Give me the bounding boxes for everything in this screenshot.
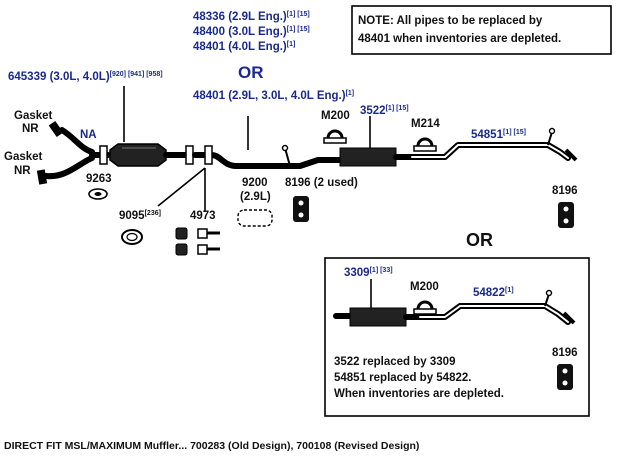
note-box [351,5,612,55]
nr-label-a: NR [22,123,39,135]
note-line-2: 48401 when inventories are depleted. [358,33,561,45]
inset-part-54822-label: 54822[1] [473,287,514,299]
m200-clamp [323,129,347,144]
m200-label: M200 [321,110,350,122]
top-part-2: 48400 (3.0L Eng.)[1] [15] [193,26,310,38]
part-4973-label: 4973 [190,210,216,222]
part-645339-label: 645339 (3.0L, 4.0L)[920] [941] [958] [8,71,163,83]
inset-tailpipe-54822 [417,289,576,325]
m214-label: M214 [411,118,440,130]
y-pipe-assembly [36,120,111,185]
alt-part-48401: 48401 (2.9L, 3.0L, 4.0L Eng.)[1] [193,90,354,102]
inset-part-3309-label: 3309[1] [33] [344,267,393,279]
part-9263-label: 9263 [86,173,112,185]
nr-label-b: NR [14,165,31,177]
gasket-label-b: Gasket [4,151,43,163]
inset-part-8196-label: 8196 [552,347,578,359]
or-label-top: OR [238,63,264,82]
part-8196-right-label: 8196 [552,185,578,197]
part-8196-used-label: 8196 (2 used) [285,177,358,189]
top-part-1: 48336 (2.9L Eng.)[1] [15] [193,11,310,23]
catalytic-converter [109,143,194,167]
inset-8196-hanger [557,364,573,390]
tailpipe-54851 [409,127,578,162]
part-3522-label: 3522[1] [15] [360,105,409,117]
or-label-middle: OR [466,230,493,250]
part-8196-hanger-left [293,196,309,222]
diagram-caption: DIRECT FIT MSL/MAXIMUM Muffler... 700283… [4,440,420,452]
part-9200-outline [237,209,273,227]
part-4973-bolts-springs [175,227,220,256]
note-line-1: NOTE: All pipes to be replaced by [358,15,543,27]
part-9095-gasket [121,229,143,245]
intermediate-pipe [192,144,343,169]
part-8196-hanger-right [558,202,574,228]
muffler-3522 [339,147,415,167]
inset-note-line-3: When inventories are depleted. [334,388,504,400]
gasket-label-a: Gasket [14,110,53,122]
lead-9095 [157,167,206,207]
part-9200-label: 9200 [242,177,268,189]
inset-note-line-1: 3522 replaced by 3309 [334,356,455,368]
part-9095-label: 9095[236] [119,210,161,222]
inset-box [324,257,590,417]
part-54851-label: 54851[1] [15] [471,129,526,141]
part-9263-bracket [88,188,108,200]
part-9200-spec: (2.9L) [240,191,271,203]
top-part-3: 48401 (4.0L Eng.)[1] [193,41,295,53]
inset-m200-label: M200 [410,281,439,293]
na-label: NA [80,129,97,141]
m214-clamp [413,137,437,152]
inset-note-line-2: 54851 replaced by 54822. [334,372,471,384]
